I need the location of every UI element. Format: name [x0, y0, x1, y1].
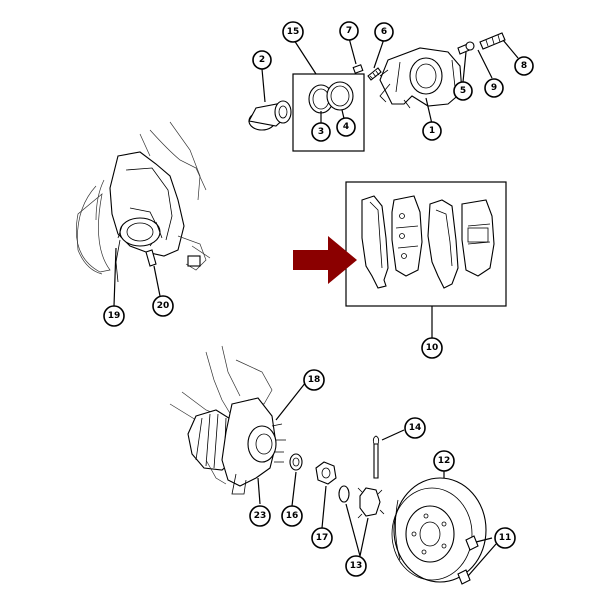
brake-pads-box	[345, 181, 507, 307]
nut-retainer-part	[357, 487, 385, 519]
seal-kit-box	[292, 73, 365, 152]
callout-9: 9	[484, 78, 504, 98]
callout-6: 6	[374, 22, 394, 42]
svg-text:14: 14	[409, 423, 422, 433]
svg-text:5: 5	[460, 86, 466, 96]
svg-text:16: 16	[286, 511, 299, 521]
callout-8: 8	[514, 56, 534, 76]
callout-1: 1	[422, 121, 442, 141]
svg-text:3: 3	[318, 127, 324, 137]
washer-part	[289, 453, 303, 471]
svg-text:2: 2	[259, 55, 265, 65]
callout-12: 12	[433, 450, 455, 472]
hub-nut-part	[315, 461, 337, 485]
callout-16: 16	[281, 505, 303, 527]
callout-15: 15	[282, 21, 304, 43]
svg-text:10: 10	[426, 343, 439, 353]
svg-text:11: 11	[499, 533, 512, 543]
callout-2: 2	[252, 50, 272, 70]
brake-pad-outer-right	[427, 199, 459, 289]
svg-text:23: 23	[254, 511, 267, 521]
brake-pads-group	[293, 181, 507, 338]
svg-text:8: 8	[521, 61, 527, 71]
brake-rotor-part	[391, 477, 487, 583]
svg-text:6: 6	[381, 27, 387, 37]
caliper-group	[248, 32, 519, 152]
callout-4: 4	[336, 117, 356, 137]
callout-11: 11	[494, 527, 516, 549]
brake-pad-outer-left	[361, 195, 389, 289]
brake-pad-inner-left	[391, 195, 423, 277]
callout-13: 13	[345, 555, 367, 577]
svg-text:17: 17	[316, 533, 329, 543]
callout-18: 18	[303, 369, 325, 391]
caliper-body	[379, 47, 463, 109]
callout-5: 5	[453, 81, 473, 101]
brake-pad-inner-right	[461, 199, 495, 277]
callout-19: 19	[103, 305, 125, 327]
svg-text:13: 13	[350, 561, 363, 571]
svg-text:18: 18	[308, 375, 321, 385]
guide-pin-parts	[457, 32, 506, 55]
piston-seals	[308, 81, 354, 114]
caliper-piston	[248, 100, 292, 131]
callout-7: 7	[339, 21, 359, 41]
cotter-pin-part	[372, 435, 380, 479]
svg-text:9: 9	[491, 83, 497, 93]
svg-text:7: 7	[346, 26, 352, 36]
svg-text:1: 1	[429, 126, 435, 136]
callout-20: 20	[152, 295, 174, 317]
callout-3: 3	[311, 122, 331, 142]
svg-text:4: 4	[343, 122, 349, 132]
svg-text:15: 15	[287, 27, 300, 37]
wheel-stud-parts	[457, 535, 479, 585]
indicator-arrow	[293, 236, 357, 284]
knuckle-group	[75, 121, 211, 307]
callout-14: 14	[404, 417, 426, 439]
svg-text:20: 20	[157, 301, 170, 311]
svg-text:12: 12	[438, 456, 451, 466]
callout-23: 23	[249, 505, 271, 527]
bleeder-parts	[352, 64, 382, 81]
hub-rotor-group	[169, 345, 497, 585]
svg-text:19: 19	[108, 311, 121, 321]
callout-17: 17	[311, 527, 333, 549]
callout-10: 10	[421, 337, 443, 359]
